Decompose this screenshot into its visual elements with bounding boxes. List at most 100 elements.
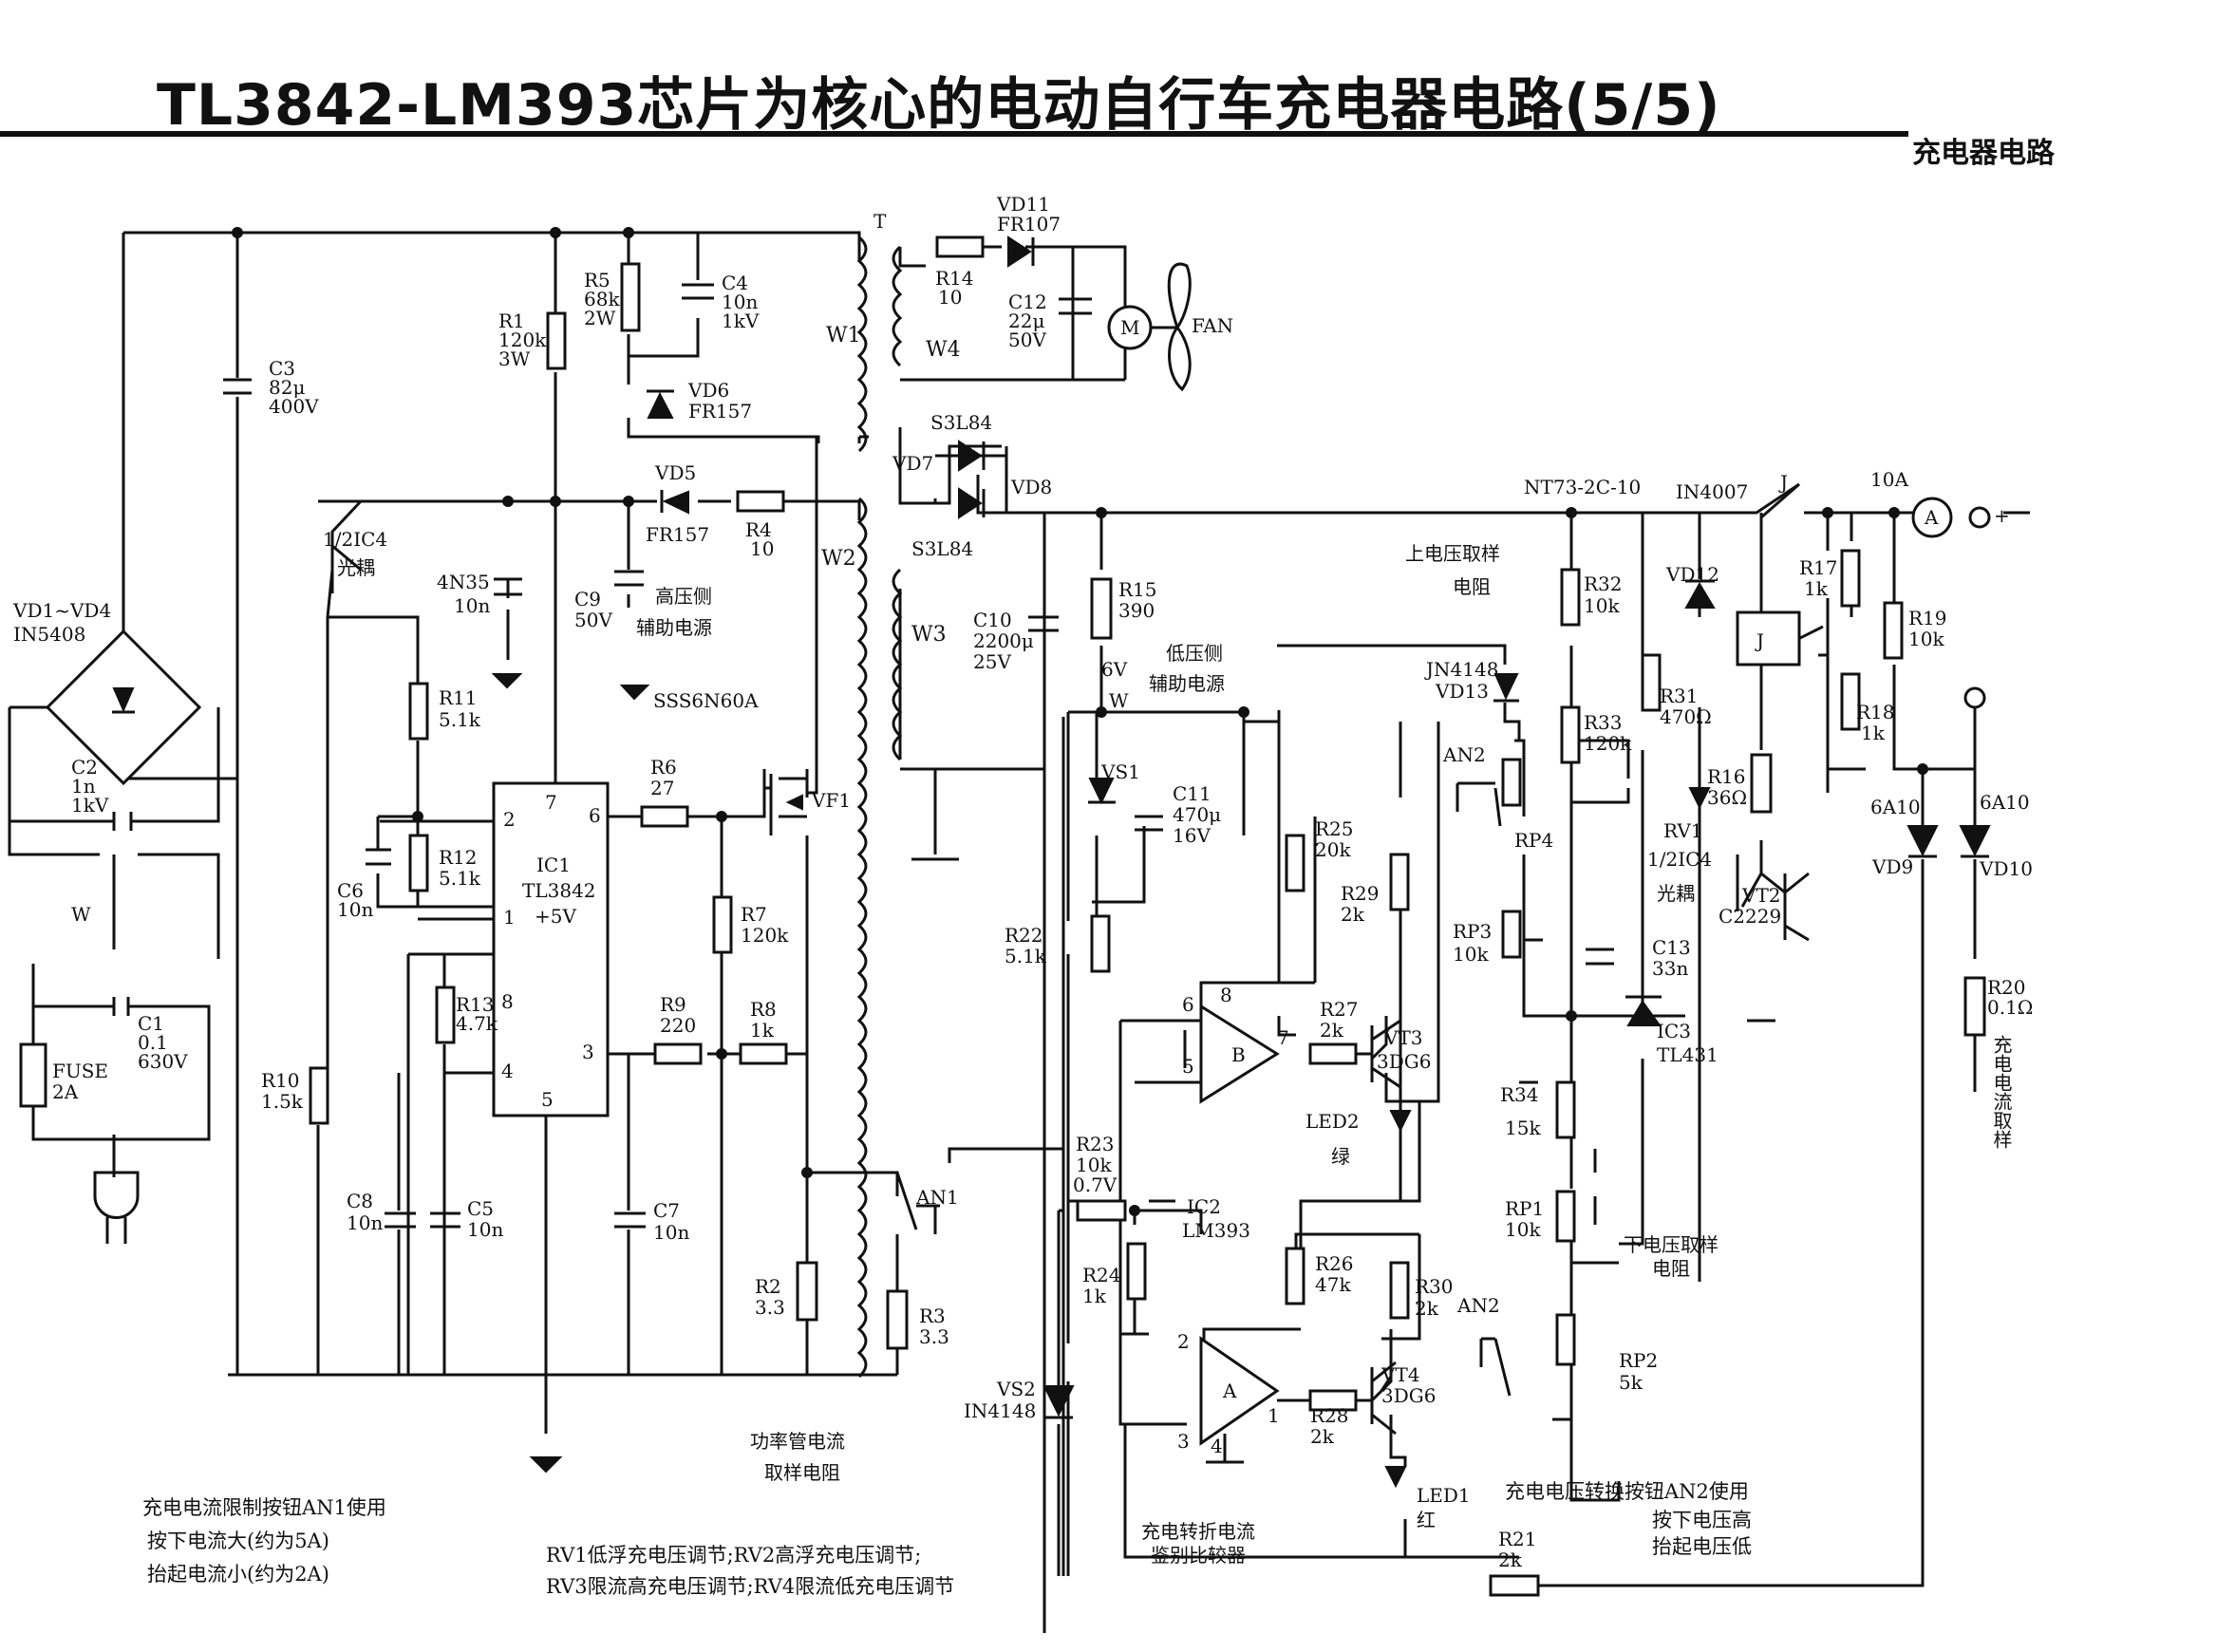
- label-gd1: 光耦: [337, 556, 375, 579]
- label-4n35: 4N35: [437, 571, 490, 593]
- label-rp1v: 10k: [1505, 1218, 1541, 1241]
- label-fuse: FUSE: [52, 1060, 108, 1082]
- label-c11: C11: [1173, 782, 1211, 805]
- label-r23v1: 10k: [1076, 1154, 1112, 1176]
- label-ic1: IC1: [536, 854, 571, 876]
- label-r33: R33: [1584, 711, 1623, 734]
- label-vd10: VD10: [1979, 857, 2033, 880]
- label-c9v: 50V: [574, 609, 612, 631]
- resistor-r18: [1840, 672, 1861, 731]
- label-s3l84b: S3L84: [911, 537, 973, 560]
- label-pin2b: 2: [1177, 1330, 1190, 1353]
- label-r28v: 2k: [1310, 1425, 1335, 1448]
- label-r4v: 10: [750, 537, 774, 560]
- diodes: [45, 235, 1991, 1489]
- label-pin5: 5: [541, 1088, 554, 1111]
- label-rp2: RP2: [1619, 1349, 1658, 1372]
- label-c5v: 10n: [467, 1218, 503, 1241]
- label-cmp1: 充电转折电流: [1141, 1520, 1255, 1543]
- label-c10: C10: [973, 609, 1012, 631]
- resistor-r11: [408, 682, 429, 741]
- label-ic4b: 1/2IC4: [1647, 848, 1712, 871]
- resistor-r14: [935, 235, 985, 258]
- label-d3dg6a: 3DG6: [1377, 1050, 1431, 1073]
- label-r23: R23: [1076, 1133, 1115, 1155]
- label-r2: R2: [755, 1275, 781, 1298]
- label-rv1: RV1: [1663, 819, 1703, 842]
- label-r29v: 2k: [1341, 903, 1365, 926]
- label-w2: W2: [821, 547, 856, 571]
- label-m: M: [1120, 316, 1139, 339]
- label-r21v: 2k: [1498, 1549, 1523, 1571]
- resistor-r29: [1389, 853, 1410, 911]
- label-c8v: 10n: [347, 1211, 383, 1234]
- current-sample-label: 充电电流取样: [1990, 1035, 2013, 1149]
- diode-vd6: [647, 391, 674, 419]
- rp1: [1555, 1190, 1576, 1243]
- resistor-r6: [640, 805, 689, 828]
- diode-vd7: [958, 440, 983, 472]
- label-vd6: VD6: [687, 379, 729, 402]
- label-r17: R17: [1799, 556, 1838, 579]
- label-r3: R3: [919, 1305, 946, 1327]
- label-v6v: 6V: [1101, 658, 1128, 681]
- label-rp1: RP1: [1505, 1197, 1544, 1220]
- label-rp3: RP3: [1453, 920, 1492, 943]
- label-pin3: 3: [582, 1041, 594, 1063]
- label-r6: R6: [650, 756, 677, 779]
- label-an1_line3: 抬起电流小(约为2A): [147, 1563, 329, 1586]
- label-c4v2: 1kV: [722, 310, 760, 332]
- resistor-r23: [1076, 1199, 1127, 1222]
- label-c11v2: 16V: [1173, 824, 1211, 847]
- label-vd11: VD11: [996, 193, 1050, 216]
- label-pin4: 4: [501, 1060, 514, 1082]
- label-r19v: 10k: [1908, 628, 1944, 650]
- diode-vd13: [1493, 673, 1519, 701]
- label-vs1: VS1: [1100, 760, 1140, 783]
- label-r24: R24: [1082, 1264, 1121, 1286]
- label-rp3v: 10k: [1453, 943, 1489, 966]
- label-r25: R25: [1315, 817, 1354, 840]
- label-led2: LED2: [1305, 1110, 1360, 1133]
- label-r26: R26: [1315, 1252, 1354, 1275]
- led1: [1384, 1466, 1407, 1489]
- label-r15: R15: [1118, 578, 1157, 601]
- resistor-r33: [1560, 705, 1581, 764]
- bridge-diode: [112, 687, 135, 713]
- resistor-r13: [435, 986, 456, 1044]
- label-an2_line1: 充电电压转换按钮AN2使用: [1505, 1480, 1749, 1503]
- label-r32v: 10k: [1584, 594, 1620, 617]
- switches: [895, 482, 1801, 1397]
- label-a6b: 6A10: [1980, 791, 2030, 814]
- label-r24v: 1k: [1082, 1285, 1107, 1307]
- label-gd2: 光耦: [1657, 882, 1695, 905]
- label-vd7: VD7: [892, 452, 933, 475]
- label-an2a: AN2: [1442, 743, 1486, 766]
- label-fusev: 2A: [52, 1080, 79, 1103]
- label-hv1: 高压侧: [655, 585, 712, 608]
- label-r6v: 27: [650, 777, 674, 799]
- label-r11v: 5.1k: [439, 708, 481, 731]
- switch-an2a: [1456, 781, 1502, 827]
- rp4: [1501, 758, 1522, 807]
- capacitors: [112, 283, 1614, 1229]
- label-r12: R12: [439, 846, 478, 869]
- label-r7v: 120k: [741, 924, 789, 947]
- label-r14: R14: [935, 267, 974, 290]
- label-c2229: C2229: [1719, 905, 1781, 928]
- label-an2_line3: 抬起电压低: [1652, 1535, 1752, 1558]
- label-an2_line2: 按下电压高: [1652, 1509, 1752, 1531]
- label-wl: W: [71, 903, 91, 926]
- fan-motor: [1107, 262, 1192, 392]
- label-pin7: 7: [545, 791, 557, 814]
- label-fan: FAN: [1192, 314, 1233, 337]
- label-pin1b: 1: [1268, 1404, 1280, 1427]
- label-c10v1: 2200μ: [973, 629, 1034, 652]
- label-rp2v: 5k: [1619, 1371, 1643, 1394]
- label-r34v: 15k: [1505, 1117, 1541, 1139]
- resistor-r9: [653, 1042, 703, 1065]
- label-r29: R29: [1341, 882, 1380, 905]
- label-r22v: 5.1k: [1005, 945, 1047, 967]
- led-rv1: [1688, 787, 1711, 810]
- label-j: J: [1778, 471, 1788, 494]
